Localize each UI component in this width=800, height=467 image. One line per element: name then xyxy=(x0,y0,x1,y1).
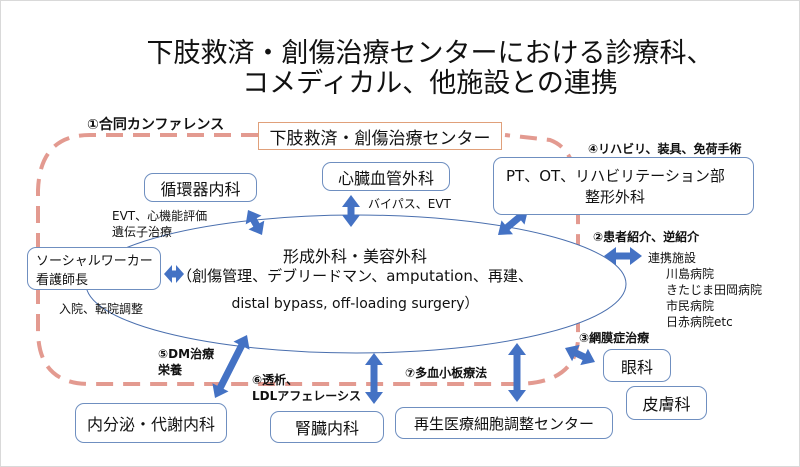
node-ophthalmology-label: 眼科 xyxy=(620,357,653,377)
node-cv-surgery-label: 心臓血管外科 xyxy=(337,168,434,188)
node-endocrinology[interactable]: 内分泌・代謝内科 xyxy=(75,403,227,443)
node-rehab-label-1: PT、OT、リハビリテーション部 xyxy=(506,167,725,185)
annot-referral: ②患者紹介、逆紹介 xyxy=(593,230,700,244)
conference-label: ①合同カンファレンス xyxy=(87,117,225,133)
core-dept-surgeries: distal bypass, off-loading surgery） xyxy=(231,296,479,312)
arrow-referral xyxy=(604,247,642,265)
node-nephrology-label: 腎臓内科 xyxy=(294,419,359,438)
node-nephrology[interactable]: 腎臓内科 xyxy=(270,411,384,443)
node-rehab-label-2: 整形外科 xyxy=(585,188,646,206)
node-dermatology-label: 皮膚科 xyxy=(642,395,691,414)
node-endocrinology-label: 内分泌・代謝内科 xyxy=(86,415,215,434)
arrow-endocrinology xyxy=(212,335,250,398)
partner-item: 日赤病院etc xyxy=(666,315,733,329)
annot-cardiology-1: EVT、心機能評価 xyxy=(112,209,208,223)
annot-retina: ③網膜症治療 xyxy=(579,331,650,345)
node-social-worker[interactable]: ソーシャルワーカー 看護師長 xyxy=(27,247,161,290)
partner-item: 市民病院 xyxy=(666,299,715,313)
annot-dm-1: ⑤DM治療 xyxy=(158,347,215,361)
annot-dialysis-2: LDLアフェレーシス xyxy=(252,389,362,403)
node-rehabilitation[interactable]: PT、OT、リハビリテーション部 整形外科 xyxy=(493,157,754,215)
annot-dm-2: 栄養 xyxy=(158,363,183,377)
partner-item: 川島病院 xyxy=(666,267,715,281)
arrow-cv-surgery xyxy=(342,195,360,227)
annot-prp: ⑦多血小板療法 xyxy=(405,366,488,380)
annot-cv-surgery: バイパス、EVT xyxy=(368,197,451,211)
node-social-label-2: 看護師長 xyxy=(36,272,89,288)
annot-cardiology-2: 遺伝子治療 xyxy=(112,225,173,239)
annot-dialysis-1: ⑥透析、 xyxy=(252,373,299,387)
arrow-regenerative xyxy=(508,343,526,402)
title-line-1: 下肢救済・創傷治療センターにおける診療科、 xyxy=(146,38,714,69)
core-dept-services: （創傷管理、デブリードマン、amputation、再建、 xyxy=(177,267,533,285)
arrow-social xyxy=(164,265,184,283)
node-social-label-1: ソーシャルワーカー xyxy=(36,253,153,269)
center-name-box: 下肢救済・創傷治療センター xyxy=(258,122,502,150)
annot-social: 入院、転院調整 xyxy=(59,302,144,316)
center-boundary-dashed xyxy=(36,133,580,386)
node-dermatology[interactable]: 皮膚科 xyxy=(626,386,707,420)
arrow-nephrology xyxy=(365,353,383,404)
title-line-2: コメディカル、他施設との連携 xyxy=(242,68,618,99)
arrow-retina xyxy=(565,344,595,366)
core-dept-name: 形成外科・美容外科 xyxy=(282,247,427,266)
annot-rehab: ④リハビリ、装具、免荷手術 xyxy=(588,142,742,156)
node-cardiology[interactable]: 循環器内科 xyxy=(144,173,257,202)
node-regenerative-label: 再生医療細胞調整センター xyxy=(413,414,594,433)
node-cardiovascular-surgery[interactable]: 心臓血管外科 xyxy=(322,162,450,191)
node-cardiology-label: 循環器内科 xyxy=(160,179,241,199)
node-ophthalmology[interactable]: 眼科 xyxy=(603,349,671,382)
node-regenerative-center[interactable]: 再生医療細胞調整センター xyxy=(395,407,613,439)
arrow-rehab xyxy=(498,210,528,235)
partner-item: きたじま田岡病院 xyxy=(666,283,763,297)
arrow-cardiology xyxy=(245,210,265,235)
partners-title: 連携施設 xyxy=(648,251,697,265)
